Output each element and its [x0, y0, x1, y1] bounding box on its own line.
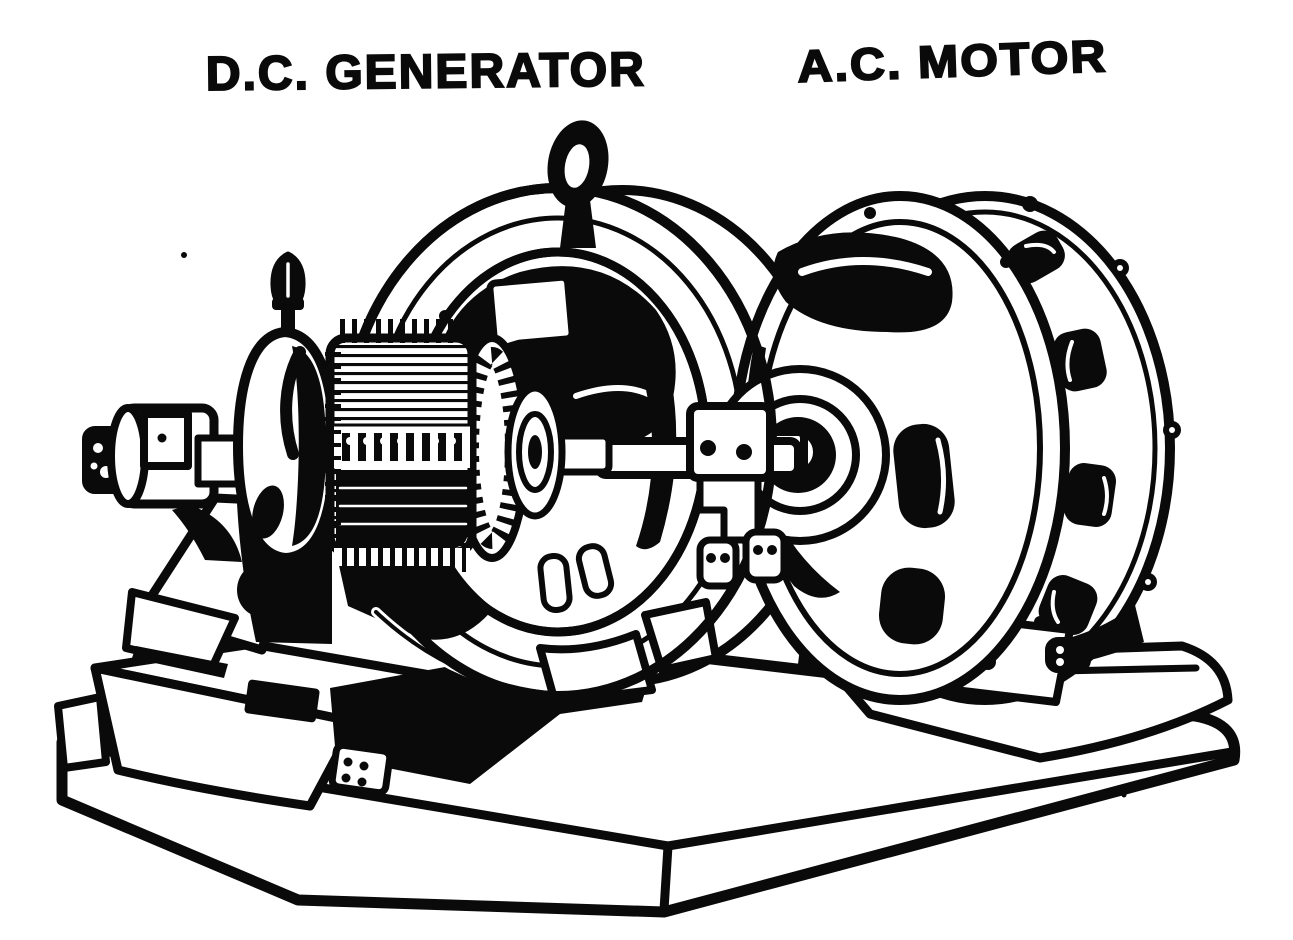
motor-rim-bolts	[1022, 196, 1181, 591]
brush-holder	[575, 543, 615, 599]
frame-inner-right-band	[628, 315, 677, 550]
lifting-eyebolt	[547, 120, 609, 248]
ac-motor	[696, 191, 1181, 706]
dome-shade	[292, 346, 326, 546]
armature-core	[325, 319, 477, 572]
generator-armature	[194, 251, 613, 644]
coupling-bolt	[736, 444, 752, 460]
brush-holder	[537, 552, 573, 614]
bedplate-corner-edge	[659, 841, 673, 915]
pole-core	[486, 273, 576, 349]
ink-speck	[181, 252, 187, 258]
rail-bolt-stud	[1045, 637, 1091, 673]
coupling-bolt	[700, 440, 716, 456]
subbase-slot	[244, 679, 320, 723]
holding-bolt-lug	[328, 741, 394, 797]
label-dc-generator: D.C. GENERATOR	[206, 43, 647, 101]
rocker-lugs	[696, 528, 788, 590]
coupling-flange	[686, 402, 774, 482]
pedestal-subbase-front	[90, 663, 360, 811]
motor-rim-slots	[1007, 230, 1117, 635]
pedestal-shadow	[172, 505, 242, 562]
bearing-cap-bolt	[157, 433, 167, 443]
shaft-coupling	[594, 402, 802, 590]
motor-face-openings	[744, 207, 1046, 645]
end-bell-dome	[233, 251, 339, 563]
bedplate-left-step	[54, 693, 110, 772]
binding-band	[334, 424, 470, 468]
ink-speck	[1121, 792, 1127, 798]
core-lower-shade	[336, 470, 468, 548]
frame-rear-foot	[641, 598, 720, 674]
eyebolt-stem	[560, 200, 596, 248]
commutator	[504, 384, 613, 520]
label-ac-motor: A.C. MOTOR	[797, 30, 1109, 92]
foot-shadow-band	[132, 646, 228, 678]
